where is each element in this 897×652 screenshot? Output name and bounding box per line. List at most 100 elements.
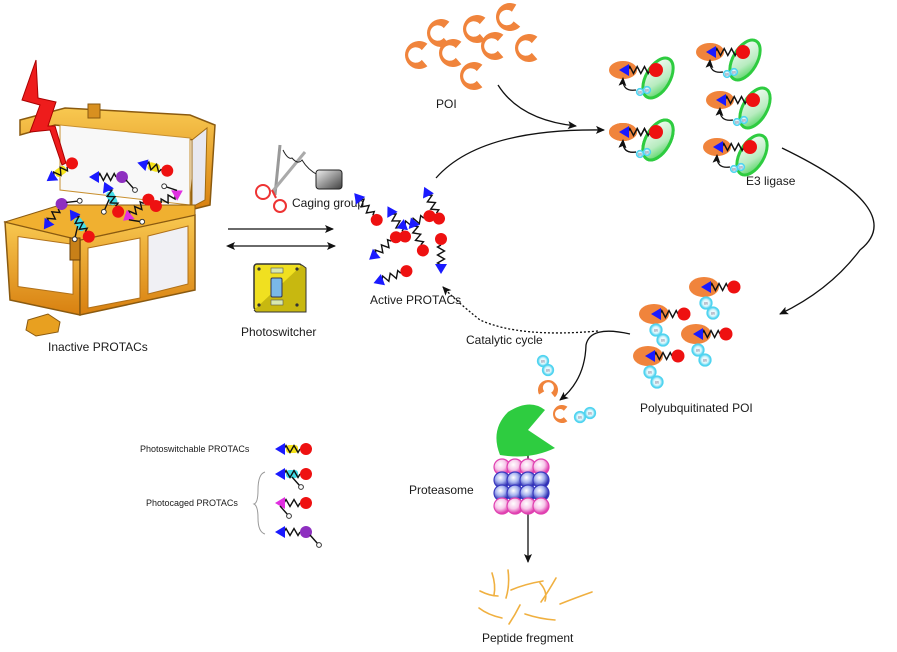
svg-text:Ub: Ub bbox=[703, 359, 708, 363]
protac-molecule bbox=[137, 159, 174, 177]
arrow-e3-to-polyub bbox=[779, 147, 875, 315]
svg-text:Ub: Ub bbox=[648, 371, 653, 375]
ubiquitin-icon: Ub bbox=[736, 162, 746, 172]
ligand-ball bbox=[370, 213, 383, 226]
ubiquitin-icon: Ub bbox=[706, 306, 720, 320]
ligand-ball bbox=[400, 265, 413, 278]
ligand-ball bbox=[300, 443, 312, 455]
cage-group bbox=[132, 187, 138, 193]
cage-group bbox=[139, 218, 146, 225]
label-caging-group: Caging group bbox=[292, 196, 364, 210]
warhead-triangle bbox=[369, 248, 381, 260]
e3-ligase-shape bbox=[735, 133, 769, 177]
ubiquitin-icon: Ub bbox=[583, 406, 597, 420]
poi-crescent-icon bbox=[496, 3, 521, 31]
svg-text:Ub: Ub bbox=[638, 153, 643, 157]
protac-molecule bbox=[100, 181, 125, 218]
ubiquitin-icon: Ub bbox=[650, 375, 664, 389]
protac-molecule bbox=[435, 233, 447, 274]
ligand-ball bbox=[300, 497, 312, 509]
protac-molecule bbox=[706, 45, 750, 59]
ubiquitin-icon: Ub bbox=[732, 117, 742, 127]
warhead-triangle bbox=[693, 328, 703, 340]
ligand-ball bbox=[300, 468, 312, 480]
warhead-triangle bbox=[645, 350, 655, 362]
protac-molecule bbox=[396, 210, 436, 231]
ligand-ball bbox=[389, 231, 402, 244]
warhead-triangle bbox=[619, 126, 629, 138]
proteasome-subunit bbox=[532, 497, 550, 515]
svg-text:Ub: Ub bbox=[645, 89, 650, 93]
e3-ligase-shape bbox=[728, 38, 762, 82]
protac-molecule bbox=[693, 327, 733, 341]
svg-text:Ub: Ub bbox=[578, 416, 583, 420]
e3-ligase-shape bbox=[641, 118, 675, 162]
ligand-ball bbox=[727, 280, 741, 294]
svg-text:Ub: Ub bbox=[546, 369, 551, 373]
svg-text:Ub: Ub bbox=[588, 412, 593, 416]
ligand-ball bbox=[736, 45, 750, 59]
ligand-ball bbox=[743, 140, 757, 154]
warhead-triangle bbox=[102, 181, 114, 194]
peptide-fragments-icon bbox=[478, 569, 593, 625]
ligand-ball bbox=[435, 233, 447, 245]
legend-photocaged-label: Photocaged PROTACs bbox=[146, 498, 238, 508]
caging-group-icon bbox=[315, 169, 343, 190]
protac-molecule bbox=[369, 231, 402, 260]
warhead-triangle bbox=[651, 308, 661, 320]
protac-molecule bbox=[645, 349, 685, 363]
label-inactive-protacs: Inactive PROTACs bbox=[48, 340, 148, 354]
protac-molecule bbox=[89, 171, 138, 193]
cage-group bbox=[286, 513, 292, 519]
svg-text:Ub: Ub bbox=[742, 119, 747, 123]
ligand-ball bbox=[649, 63, 663, 77]
protac-molecule bbox=[46, 157, 79, 182]
warhead-triangle bbox=[171, 190, 183, 201]
warhead-triangle bbox=[275, 468, 285, 480]
arrow-reversible-head-left bbox=[226, 242, 235, 250]
poi-crescent-icon bbox=[515, 34, 538, 62]
protac-molecule bbox=[716, 93, 760, 107]
svg-text:Ub: Ub bbox=[655, 381, 660, 385]
warhead-triangle bbox=[69, 209, 81, 222]
warhead-triangle bbox=[89, 171, 99, 183]
arrow-catalytic-cycle bbox=[442, 286, 599, 334]
ubiquitin-icon: Ub bbox=[541, 363, 555, 377]
ligand-ball bbox=[116, 171, 128, 183]
ubiquitin-icon: Ub bbox=[729, 67, 739, 77]
ubiquitin-icon: Ub bbox=[722, 69, 732, 79]
protac-molecule bbox=[619, 63, 663, 77]
poi-crescent-icon bbox=[460, 62, 483, 90]
ligand-ball bbox=[161, 164, 174, 177]
protac-molecule bbox=[69, 209, 95, 243]
ubiquitin-icon: Ub bbox=[642, 147, 652, 157]
ligand-ball bbox=[649, 125, 663, 139]
ligand-ball bbox=[423, 210, 436, 223]
warhead-triangle bbox=[408, 217, 420, 229]
ligand-ball bbox=[399, 230, 411, 243]
svg-text:Ub: Ub bbox=[732, 168, 737, 172]
protac-molecule bbox=[275, 468, 312, 490]
poi-crescent-icon bbox=[405, 41, 428, 69]
treasure-chest-icon bbox=[3, 103, 216, 337]
ubiquitin-icon: Ub bbox=[642, 85, 652, 95]
poi-cluster bbox=[405, 3, 538, 90]
lightning-bolt-icon bbox=[21, 59, 67, 166]
ligand-ball bbox=[149, 200, 162, 212]
poi-crescent-icon bbox=[427, 19, 450, 47]
warhead-triangle bbox=[435, 264, 447, 274]
proteasome-cap bbox=[496, 404, 555, 457]
label-polyubiquitinated-poi: Polyubquitinated POI bbox=[640, 401, 753, 415]
ubiquitin-icon: Ub bbox=[573, 410, 587, 424]
caging-group-tether bbox=[282, 149, 319, 176]
protac-molecule bbox=[149, 183, 183, 212]
svg-text:Ub: Ub bbox=[696, 349, 701, 353]
protac-molecule bbox=[619, 125, 663, 139]
poi-crescent-icon bbox=[439, 39, 462, 67]
warhead-triangle bbox=[43, 217, 55, 230]
scissors-icon bbox=[255, 144, 307, 213]
cage-group bbox=[298, 484, 304, 490]
